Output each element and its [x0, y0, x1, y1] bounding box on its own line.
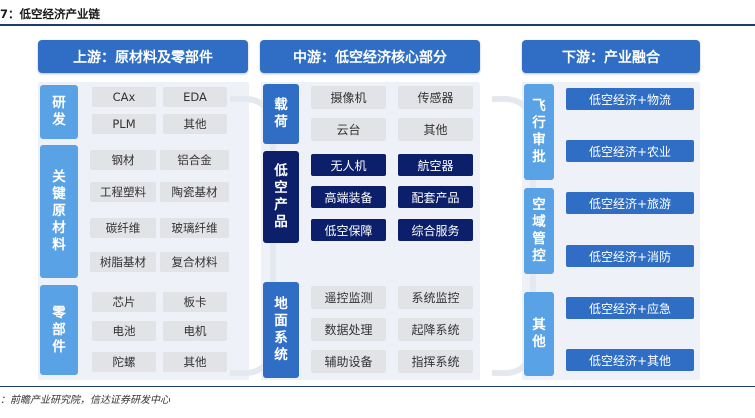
downstream-other-label: 其他 — [524, 292, 554, 376]
chip-camera: 摄像机 — [311, 86, 386, 109]
figure-title: 7：低空经济产业链 — [0, 7, 101, 21]
chip-supporting-products: 配套产品 — [398, 186, 473, 208]
chip-low-altitude-support: 低空保障 — [311, 219, 386, 241]
chip-firefighting: 低空经济+消防 — [566, 245, 694, 267]
chip-drone: 无人机 — [311, 154, 386, 176]
bottom-rule — [0, 386, 755, 387]
downstream-header: 下游：产业融合 — [522, 40, 700, 73]
chip-takeoff-landing-system: 起降系统 — [398, 318, 473, 341]
midstream-header: 中游：低空经济核心部分 — [260, 40, 480, 73]
chip-payload-other: 其他 — [398, 118, 473, 141]
chip-engineering-plastic: 工程塑料 — [90, 182, 156, 202]
chip-system-monitoring: 系统监控 — [398, 286, 473, 309]
chip-carbon-fiber: 碳纤维 — [90, 218, 156, 238]
chip-high-end-equipment: 高端装备 — [311, 186, 386, 208]
chip-resin-substrate: 树脂基材 — [90, 252, 156, 272]
midstream-products-label: 低空产品 — [263, 151, 299, 243]
chip-eda: EDA — [163, 87, 227, 107]
chip-sensor: 传感器 — [398, 86, 473, 109]
upstream-rnd-label: 研发 — [40, 85, 78, 139]
upstream-materials-label: 关键原材料 — [40, 145, 78, 278]
chip-integrated-services: 综合服务 — [398, 219, 473, 241]
upstream-header: 上游：原材料及零部件 — [38, 40, 248, 73]
downstream-airspace-label: 空域管控 — [524, 188, 554, 274]
chip-command-system: 指挥系统 — [398, 350, 473, 373]
chip-aluminum-alloy: 铝合金 — [160, 150, 229, 170]
midstream-payload-label: 载荷 — [263, 84, 299, 144]
chip-ceramic-substrate: 陶瓷基材 — [160, 182, 229, 202]
chip-glass-fiber: 玻璃纤维 — [160, 218, 229, 238]
downstream-approval-label: 飞行审批 — [524, 84, 554, 180]
chip-rnd-other: 其他 — [163, 114, 227, 134]
chip-chip: 芯片 — [92, 292, 156, 312]
chip-composite: 复合材料 — [160, 252, 229, 272]
chip-cax: CAx — [92, 87, 156, 107]
chip-data-processing: 数据处理 — [311, 318, 386, 341]
chip-agriculture: 低空经济+农业 — [566, 140, 694, 162]
source-note: ：前瞻产业研究院，信达证券研发中心 — [0, 395, 170, 406]
chip-aircraft: 航空器 — [398, 154, 473, 176]
chip-component-other: 其他 — [163, 352, 227, 372]
top-rule — [0, 24, 755, 26]
chip-battery: 电池 — [92, 321, 156, 341]
chip-auxiliary-equipment: 辅助设备 — [311, 350, 386, 373]
chip-gyroscope: 陀螺 — [92, 352, 156, 372]
chip-motor: 电机 — [163, 321, 227, 341]
upstream-components-label: 零部件 — [40, 285, 78, 375]
chip-tourism: 低空经济+旅游 — [566, 192, 694, 214]
chip-downstream-other: 低空经济+其他 — [566, 349, 694, 371]
midstream-ground-label: 地面系统 — [263, 282, 299, 378]
chip-remote-monitoring: 遥控监测 — [311, 286, 386, 309]
chip-gimbal: 云台 — [311, 118, 386, 141]
chip-board: 板卡 — [163, 292, 227, 312]
chip-steel: 钢材 — [90, 150, 156, 170]
chip-emergency: 低空经济+应急 — [566, 297, 694, 319]
chip-plm: PLM — [92, 114, 156, 134]
chip-logistics: 低空经济+物流 — [566, 88, 694, 110]
